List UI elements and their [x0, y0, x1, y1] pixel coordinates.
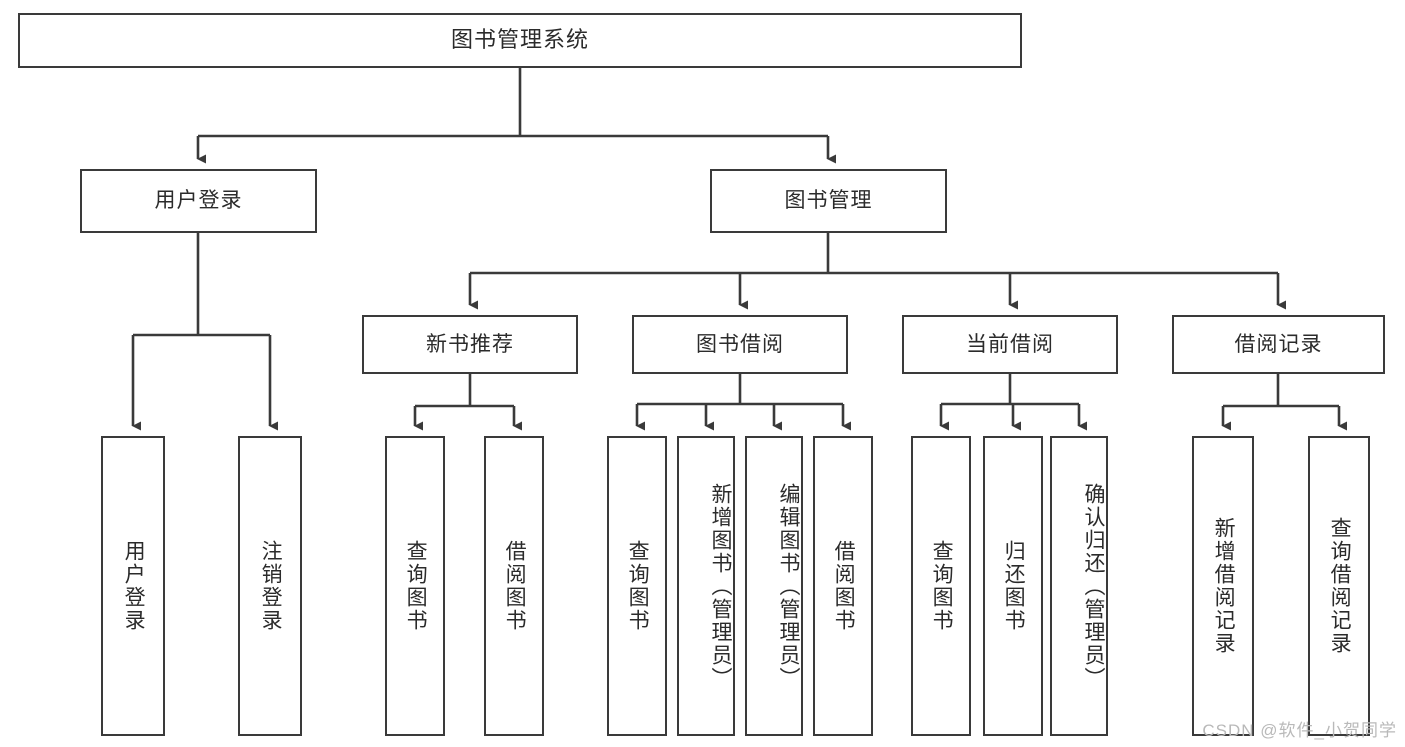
node-label: 查询图书 — [930, 540, 954, 632]
node-label: 编辑图书（管理员） — [777, 482, 800, 690]
node-label: 用户登录 — [154, 189, 243, 213]
node-label: 查询图书 — [404, 540, 428, 632]
node-root-book-management-system[interactable]: 图书管理系统 — [18, 13, 1022, 68]
node-label: 借阅图书 — [832, 540, 856, 632]
watermark: CSDN @软件_小贺同学 — [1202, 721, 1397, 740]
node-leaf-user-login[interactable]: 用户登录 — [101, 436, 165, 736]
node-new-book-recommend[interactable]: 新书推荐 — [362, 315, 578, 374]
node-leaf-add-borrow-record[interactable]: 新增借阅记录 — [1192, 436, 1254, 736]
node-label: 用户登录 — [122, 540, 146, 632]
node-label: 图书管理 — [784, 189, 873, 213]
node-leaf-edit-book-admin[interactable]: 编辑图书（管理员） — [745, 436, 803, 736]
node-book-borrow[interactable]: 图书借阅 — [632, 315, 848, 374]
node-leaf-borrow-book-1[interactable]: 借阅图书 — [484, 436, 544, 736]
node-leaf-borrow-book-2[interactable]: 借阅图书 — [813, 436, 873, 736]
node-label: 新增借阅记录 — [1212, 517, 1236, 655]
node-leaf-confirm-return-admin[interactable]: 确认归还（管理员） — [1050, 436, 1108, 736]
node-leaf-return-book[interactable]: 归还图书 — [983, 436, 1043, 736]
node-label: 借阅图书 — [503, 540, 527, 632]
node-label: 当前借阅 — [966, 332, 1054, 356]
node-leaf-query-book-3[interactable]: 查询图书 — [911, 436, 971, 736]
node-user-login[interactable]: 用户登录 — [80, 169, 317, 233]
node-label: 查询图书 — [626, 540, 650, 632]
node-label: 新增图书（管理员） — [709, 482, 732, 690]
node-book-manage[interactable]: 图书管理 — [710, 169, 947, 233]
node-leaf-query-book-2[interactable]: 查询图书 — [607, 436, 667, 736]
node-label: 图书借阅 — [696, 332, 784, 356]
node-label: 借阅记录 — [1234, 332, 1323, 356]
node-leaf-add-book-admin[interactable]: 新增图书（管理员） — [677, 436, 735, 736]
node-label: 注销登录 — [259, 540, 283, 632]
node-leaf-query-book-1[interactable]: 查询图书 — [385, 436, 445, 736]
node-label: 查询借阅记录 — [1328, 517, 1352, 655]
node-label: 归还图书 — [1002, 540, 1026, 632]
node-label: 新书推荐 — [426, 332, 514, 356]
node-leaf-query-borrow-record[interactable]: 查询借阅记录 — [1308, 436, 1370, 736]
node-borrow-record[interactable]: 借阅记录 — [1172, 315, 1385, 374]
node-current-borrow[interactable]: 当前借阅 — [902, 315, 1118, 374]
node-label: 确认归还（管理员） — [1082, 482, 1105, 690]
node-leaf-logout-login[interactable]: 注销登录 — [238, 436, 302, 736]
